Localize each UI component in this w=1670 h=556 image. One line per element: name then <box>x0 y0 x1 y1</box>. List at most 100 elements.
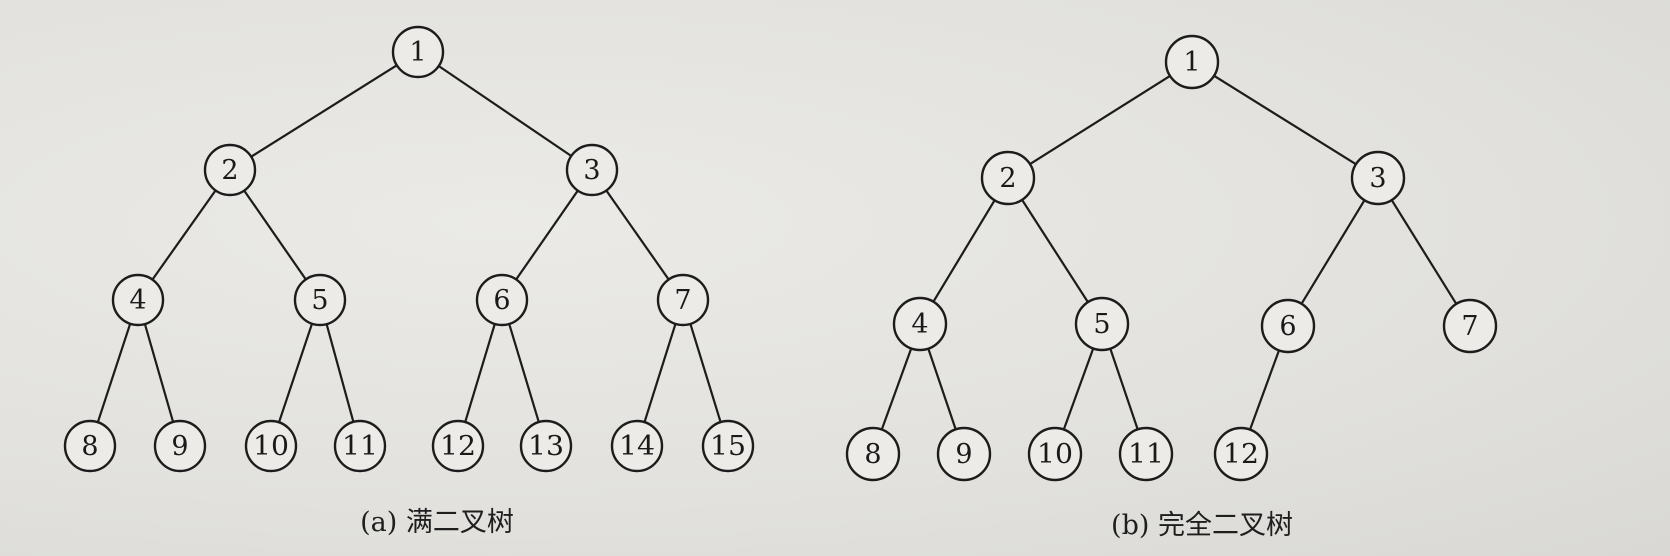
tree-node-full-5: 5 <box>293 273 347 327</box>
node-circle <box>63 419 117 473</box>
edge-full-7-14 <box>643 323 677 423</box>
node-label: 12 <box>1223 439 1259 470</box>
tree-node-complete-6: 6 <box>1260 298 1316 354</box>
edge-full-4-8 <box>96 323 132 423</box>
edge-complete-2-4 <box>932 199 996 303</box>
edge-full-6-13 <box>508 323 540 423</box>
edge-full-2-4 <box>151 189 217 281</box>
tree-node-full-7: 7 <box>656 273 710 327</box>
edge-complete-3-6 <box>1300 199 1366 305</box>
node-circle <box>656 273 710 327</box>
tree-node-full-13: 13 <box>519 419 573 473</box>
node-label: 6 <box>1279 311 1296 342</box>
node-circle <box>431 419 485 473</box>
edge-full-5-10 <box>277 323 314 423</box>
edge-full-2-5 <box>243 189 307 281</box>
node-label: 1 <box>1183 47 1200 78</box>
node-label: 11 <box>342 431 378 462</box>
node-circle <box>391 25 445 79</box>
edge-full-7-15 <box>689 323 722 423</box>
node-circle <box>111 273 165 327</box>
edge-full-3-6 <box>515 189 579 281</box>
node-label: 5 <box>1093 309 1110 340</box>
node-circle <box>565 143 619 197</box>
node-label: 1 <box>409 37 426 68</box>
node-label: 7 <box>1461 311 1478 342</box>
node-label: 7 <box>674 285 691 316</box>
node-label: 9 <box>171 431 188 462</box>
node-circle <box>1442 298 1498 354</box>
tree-node-complete-4: 4 <box>892 296 948 352</box>
tree-node-full-4: 4 <box>111 273 165 327</box>
edge-full-6-12 <box>464 323 496 423</box>
node-label: 13 <box>528 431 564 462</box>
node-circle <box>1164 34 1220 90</box>
node-label: 6 <box>493 285 510 316</box>
node-circle <box>936 426 992 482</box>
node-label: 11 <box>1128 439 1164 470</box>
node-label: 10 <box>253 431 289 462</box>
node-label: 9 <box>955 439 972 470</box>
tree-node-full-2: 2 <box>203 143 257 197</box>
node-circle <box>1118 426 1174 482</box>
node-label: 2 <box>999 163 1016 194</box>
node-circle <box>892 296 948 352</box>
node-label: 8 <box>864 439 881 470</box>
edge-complete-1-2 <box>1029 74 1171 166</box>
node-circle <box>475 273 529 327</box>
node-label: 4 <box>129 285 146 316</box>
node-label: 4 <box>911 309 928 340</box>
node-circle <box>1074 296 1130 352</box>
node-circle <box>610 419 664 473</box>
edge-full-5-11 <box>325 323 355 423</box>
edge-full-1-3 <box>438 65 572 157</box>
node-circle <box>519 419 573 473</box>
node-circle <box>845 426 901 482</box>
tree-node-complete-3: 3 <box>1350 150 1406 206</box>
edge-full-3-7 <box>605 189 670 281</box>
caption-complete-binary-tree: (b) 完全二叉树 <box>1111 510 1293 541</box>
node-label: 14 <box>619 431 655 462</box>
node-label: 5 <box>311 285 328 316</box>
edge-full-4-9 <box>143 323 175 423</box>
tree-node-full-14: 14 <box>610 419 664 473</box>
tree-node-complete-1: 1 <box>1164 34 1220 90</box>
tree-node-full-9: 9 <box>153 419 207 473</box>
tree-node-full-3: 3 <box>565 143 619 197</box>
tree-node-full-12: 12 <box>431 419 485 473</box>
node-label: 3 <box>1369 163 1386 194</box>
edge-complete-4-8 <box>880 348 913 430</box>
tree-node-full-15: 15 <box>701 419 755 473</box>
edge-complete-5-10 <box>1062 348 1095 430</box>
node-circle <box>1027 426 1083 482</box>
edge-complete-6-12 <box>1248 350 1281 430</box>
edge-complete-2-5 <box>1021 199 1089 303</box>
node-circle <box>244 419 298 473</box>
node-circle <box>333 419 387 473</box>
edge-complete-1-3 <box>1213 74 1357 166</box>
node-label: 2 <box>221 155 238 186</box>
node-circle <box>980 150 1036 206</box>
tree-node-complete-2: 2 <box>980 150 1036 206</box>
tree-node-complete-7: 7 <box>1442 298 1498 354</box>
tree-node-full-10: 10 <box>244 419 298 473</box>
edge-full-1-2 <box>250 64 398 158</box>
node-circle <box>293 273 347 327</box>
node-circle <box>203 143 257 197</box>
tree-node-full-8: 8 <box>63 419 117 473</box>
edge-complete-5-11 <box>1109 348 1139 430</box>
tree-node-complete-5: 5 <box>1074 296 1130 352</box>
edge-complete-4-9 <box>927 348 957 430</box>
tree-node-complete-9: 9 <box>936 426 992 482</box>
tree-node-complete-12: 12 <box>1213 426 1269 482</box>
tree-node-complete-11: 11 <box>1118 426 1174 482</box>
tree-node-full-6: 6 <box>475 273 529 327</box>
tree-node-full-1: 1 <box>391 25 445 79</box>
node-circle <box>701 419 755 473</box>
node-label: 10 <box>1037 439 1073 470</box>
node-label: 3 <box>583 155 600 186</box>
